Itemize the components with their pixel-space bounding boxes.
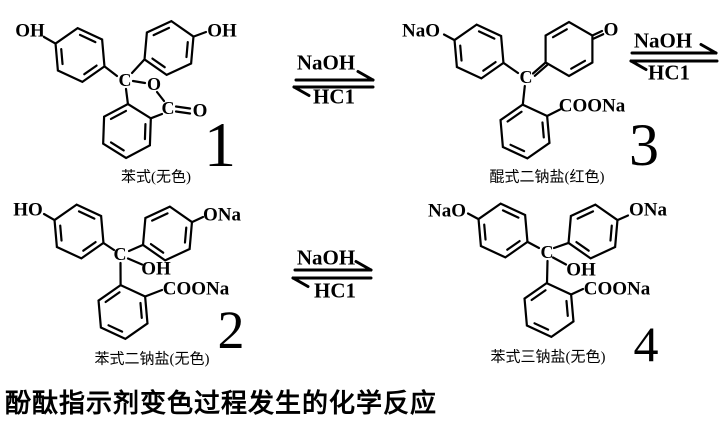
- s1-lactone-oxygen-label: O: [146, 74, 162, 94]
- s3-caption: 醌式二钠盐(红色): [489, 169, 605, 186]
- s4-central-carbon-label: C: [540, 242, 554, 262]
- arrow-1-reverse-reagent: HC1: [313, 84, 355, 109]
- s2-carboxylate-label: COONa: [162, 278, 230, 300]
- s3-quinone-oxygen-label: O: [603, 19, 619, 41]
- s3-number-label: 3: [629, 112, 659, 178]
- s1-carbonyl-oxygen-label: O: [192, 100, 208, 122]
- s3-central-carbon-label: C: [519, 67, 533, 87]
- s4-sodium-phenolate-right-label: ONa: [629, 199, 667, 221]
- quinoid-ring: [544, 20, 594, 78]
- equilibrium-arrow-3: [291, 260, 373, 288]
- equilibrium-arrow-1: [292, 70, 375, 97]
- structure-3-bonds: [442, 17, 605, 168]
- s2-hydroxyl-left-label: HO: [13, 199, 43, 221]
- equilibrium-arrow-2: [629, 43, 719, 71]
- s3-sodium-phenolate-label: NaO: [402, 20, 440, 42]
- s1-carbonyl-carbon-label: C: [161, 98, 175, 118]
- s2-caption: 苯式二钠盐(无色): [94, 351, 210, 368]
- arrow-2-forward-reagent: NaOH: [633, 28, 693, 53]
- figure-title: 酚酞指示剂变色过程发生的化学反应: [5, 389, 438, 418]
- s1-central-carbon-label: C: [118, 70, 132, 90]
- s2-number-label: 2: [217, 300, 245, 360]
- arrow-3-forward-reagent: NaOH: [296, 245, 356, 270]
- s4-sodium-phenolate-left-label: NaO: [428, 200, 466, 222]
- arrow-1-forward-reagent: NaOH: [296, 50, 356, 75]
- s4-hydroxyl-on-carbon-label: OH: [566, 259, 596, 281]
- s1-hydroxyl-right-label: OH: [207, 20, 237, 42]
- s4-number-label: 4: [633, 316, 659, 372]
- s1-caption: 苯式(无色): [121, 169, 191, 186]
- arrow-3-reverse-reagent: HC1: [314, 278, 356, 303]
- s1-hydroxyl-left-label: OH: [15, 20, 45, 42]
- s4-caption: 苯式三钠盐(无色): [490, 349, 606, 366]
- structure-1-bonds: [42, 14, 208, 166]
- s2-central-carbon-label: C: [113, 244, 127, 264]
- s1-number-label: 1: [204, 109, 236, 180]
- structure-2-bonds: [42, 197, 205, 348]
- arrow-2-reverse-reagent: HC1: [648, 60, 690, 85]
- s2-sodium-phenolate-label: ONa: [203, 204, 241, 226]
- s4-carboxylate-label: COONa: [583, 278, 651, 300]
- s2-hydroxyl-on-carbon-label: OH: [141, 258, 171, 280]
- structure-4-bonds: [466, 196, 630, 346]
- s3-carboxylate-label: COONa: [558, 95, 626, 117]
